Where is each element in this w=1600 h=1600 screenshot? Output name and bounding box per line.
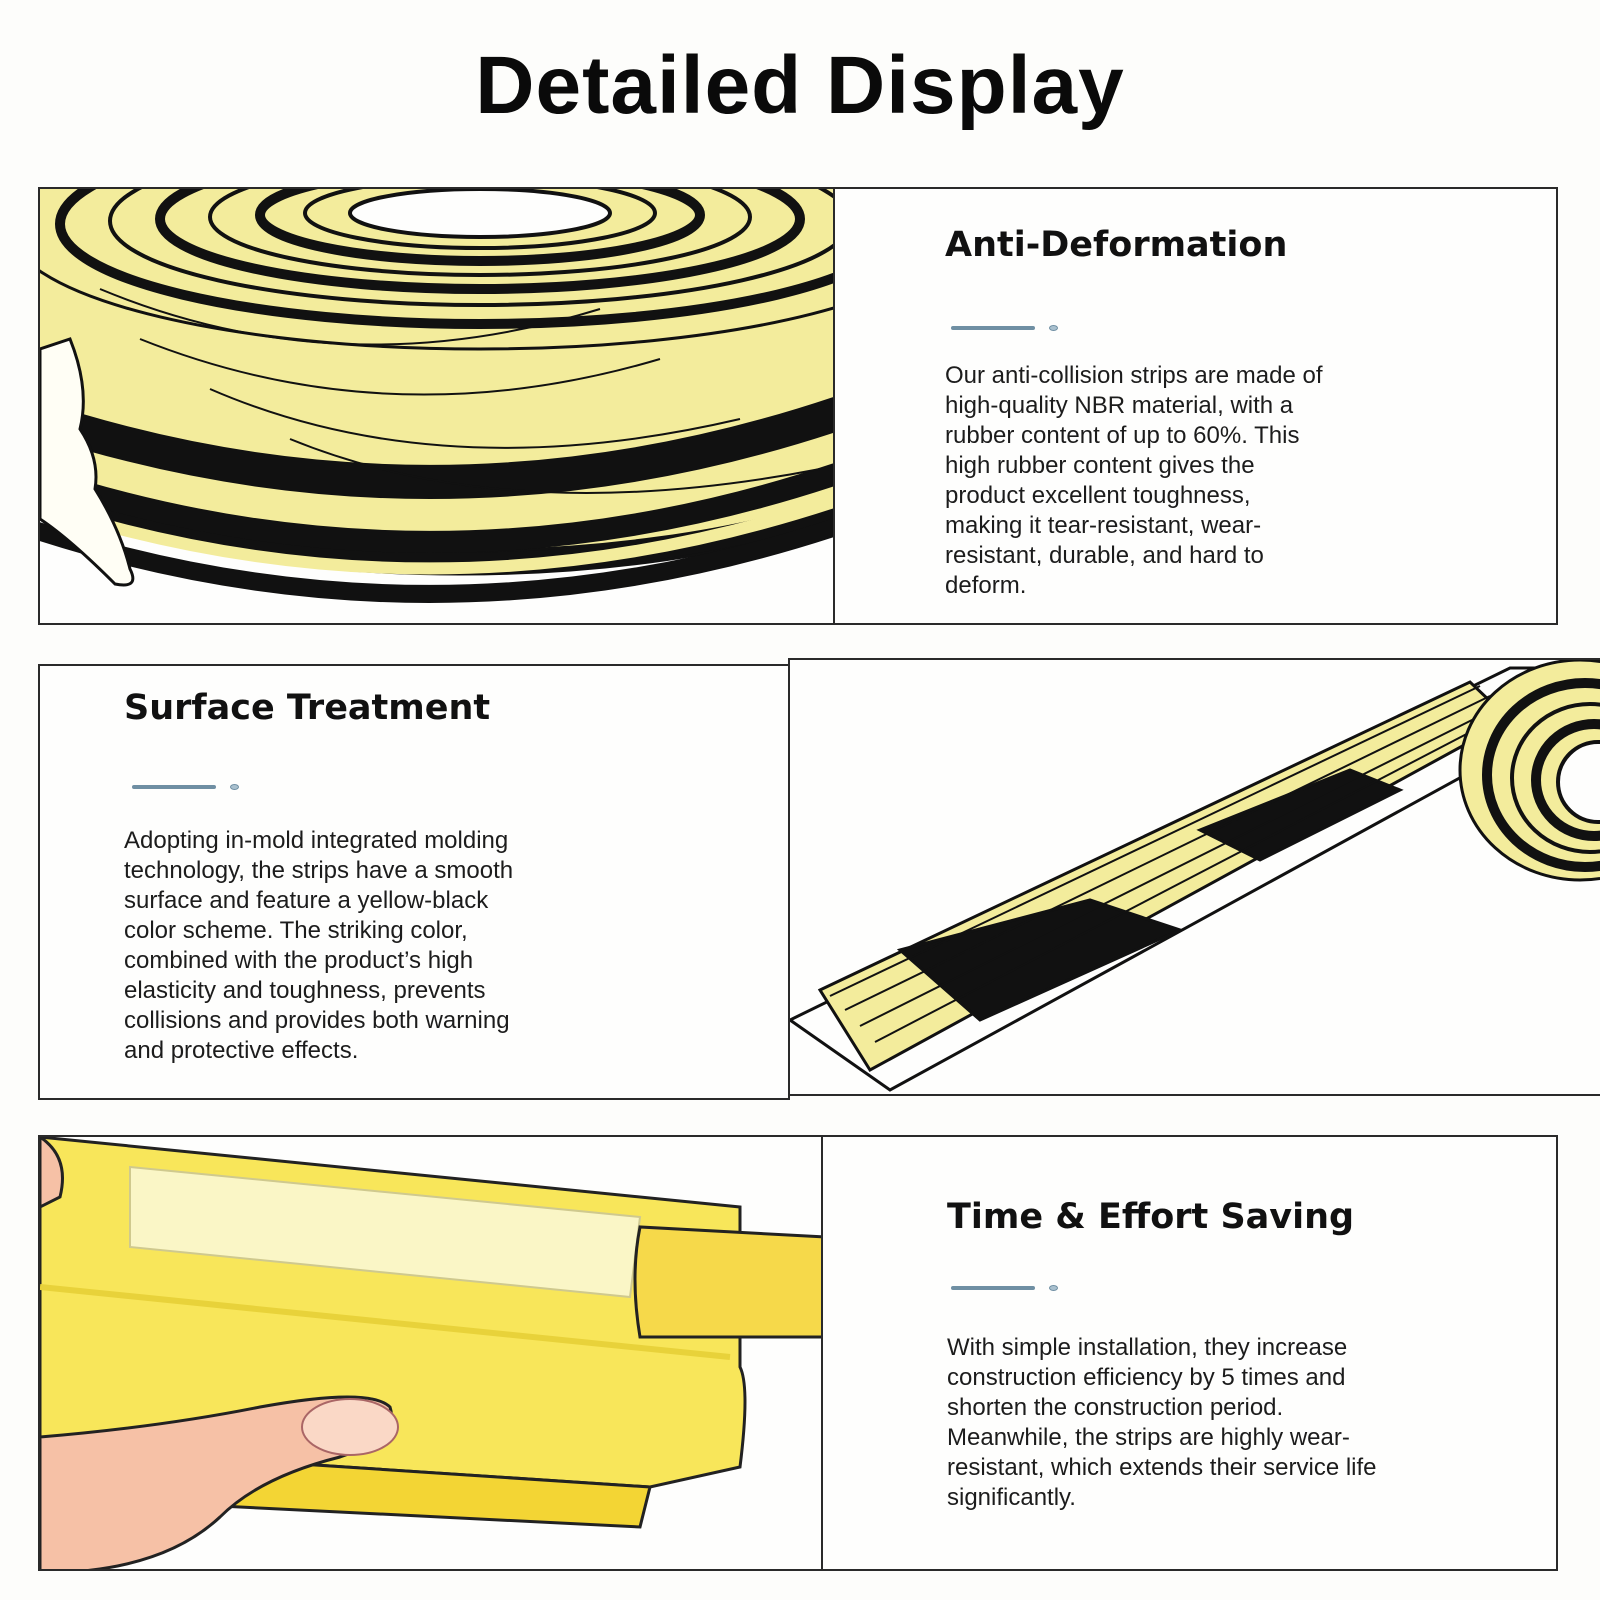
surface-treatment-heading: Surface Treatment: [124, 688, 491, 728]
heading-divider: [132, 782, 242, 792]
anti-deformation-heading: Anti-Deformation: [945, 225, 1288, 265]
heading-divider: [951, 323, 1061, 333]
anti-deformation-body: Our anti-collision strips are made of hi…: [945, 362, 1323, 599]
anti-deformation-image-panel: [38, 187, 835, 625]
time-effort-heading: Time & Effort Saving: [947, 1197, 1355, 1237]
surface-treatment-text-panel: Surface Treatment Adopting in-mold integ…: [38, 664, 790, 1100]
unrolled-strip-illustration: [790, 660, 1600, 1092]
time-effort-image-panel: [38, 1135, 823, 1571]
page-title: Detailed Display: [475, 40, 1125, 131]
time-effort-body: With simple installation, they increase …: [947, 1334, 1377, 1511]
heading-divider: [951, 1283, 1061, 1293]
strip-roll-illustration: [40, 189, 833, 603]
surface-treatment-image-panel: [788, 658, 1600, 1096]
surface-treatment-body: Adopting in-mold integrated molding tech…: [124, 827, 514, 1064]
time-effort-text-panel: Time & Effort Saving With simple install…: [821, 1135, 1558, 1571]
hand-pressing-strip-illustration: [40, 1137, 821, 1569]
anti-deformation-text-panel: Anti-Deformation Our anti-collision stri…: [833, 187, 1558, 625]
